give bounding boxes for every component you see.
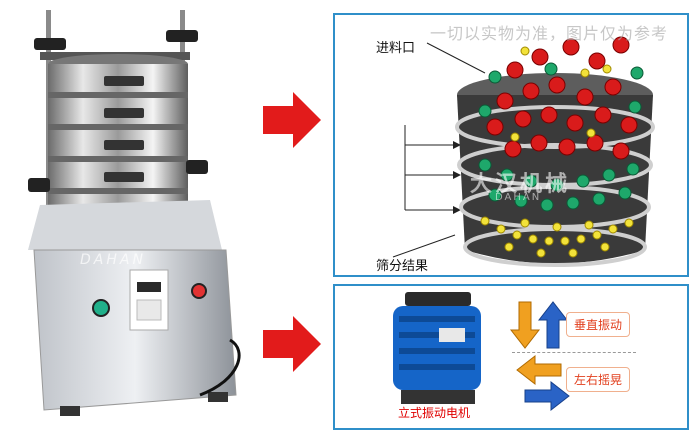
motor-caption: 立式振动电机: [398, 406, 471, 420]
sieving-result-label: 筛分结果: [376, 259, 429, 274]
vertical-vibration-motor-icon: [393, 292, 481, 404]
image-disclaimer-watermark: 一切以实物为准，图片仅为参考: [430, 24, 669, 43]
horizontal-sway-tag: 左右摇晃: [566, 367, 631, 392]
arrow-down-orange-icon: [509, 301, 541, 349]
sieve-cross-section-illustration: [392, 36, 655, 267]
divider-line: [512, 352, 636, 353]
top-knob-right-icon: [166, 30, 198, 42]
control-panel: [129, 269, 169, 331]
top-knob-left-icon: [34, 38, 66, 50]
photo-brand-watermark: DAHAN: [80, 252, 146, 268]
red-arrow-right-icon: [263, 316, 321, 372]
side-knob-right-icon: [186, 160, 208, 174]
vertical-vibration-tag: 垂直振动: [566, 312, 631, 337]
feed-inlet-label: 进料口: [376, 41, 416, 56]
vibration-motor-panel: [333, 284, 689, 430]
arrow-left-orange-icon: [516, 354, 562, 386]
sieving-diagram-panel: [333, 13, 689, 277]
brand-logo-english-watermark: DAHAN: [495, 192, 542, 203]
sieve-stack: [48, 54, 188, 224]
red-arrow-right-icon: [263, 92, 321, 148]
sieve-shaker-photo: [28, 10, 241, 416]
stop-button-icon: [191, 283, 207, 299]
start-button-icon: [92, 299, 110, 317]
arrow-up-blue-icon: [537, 301, 569, 349]
arrow-right-blue-icon: [524, 380, 570, 412]
brand-logo-watermark: 大汉机械: [470, 172, 571, 197]
side-knob-left-icon: [28, 178, 50, 192]
